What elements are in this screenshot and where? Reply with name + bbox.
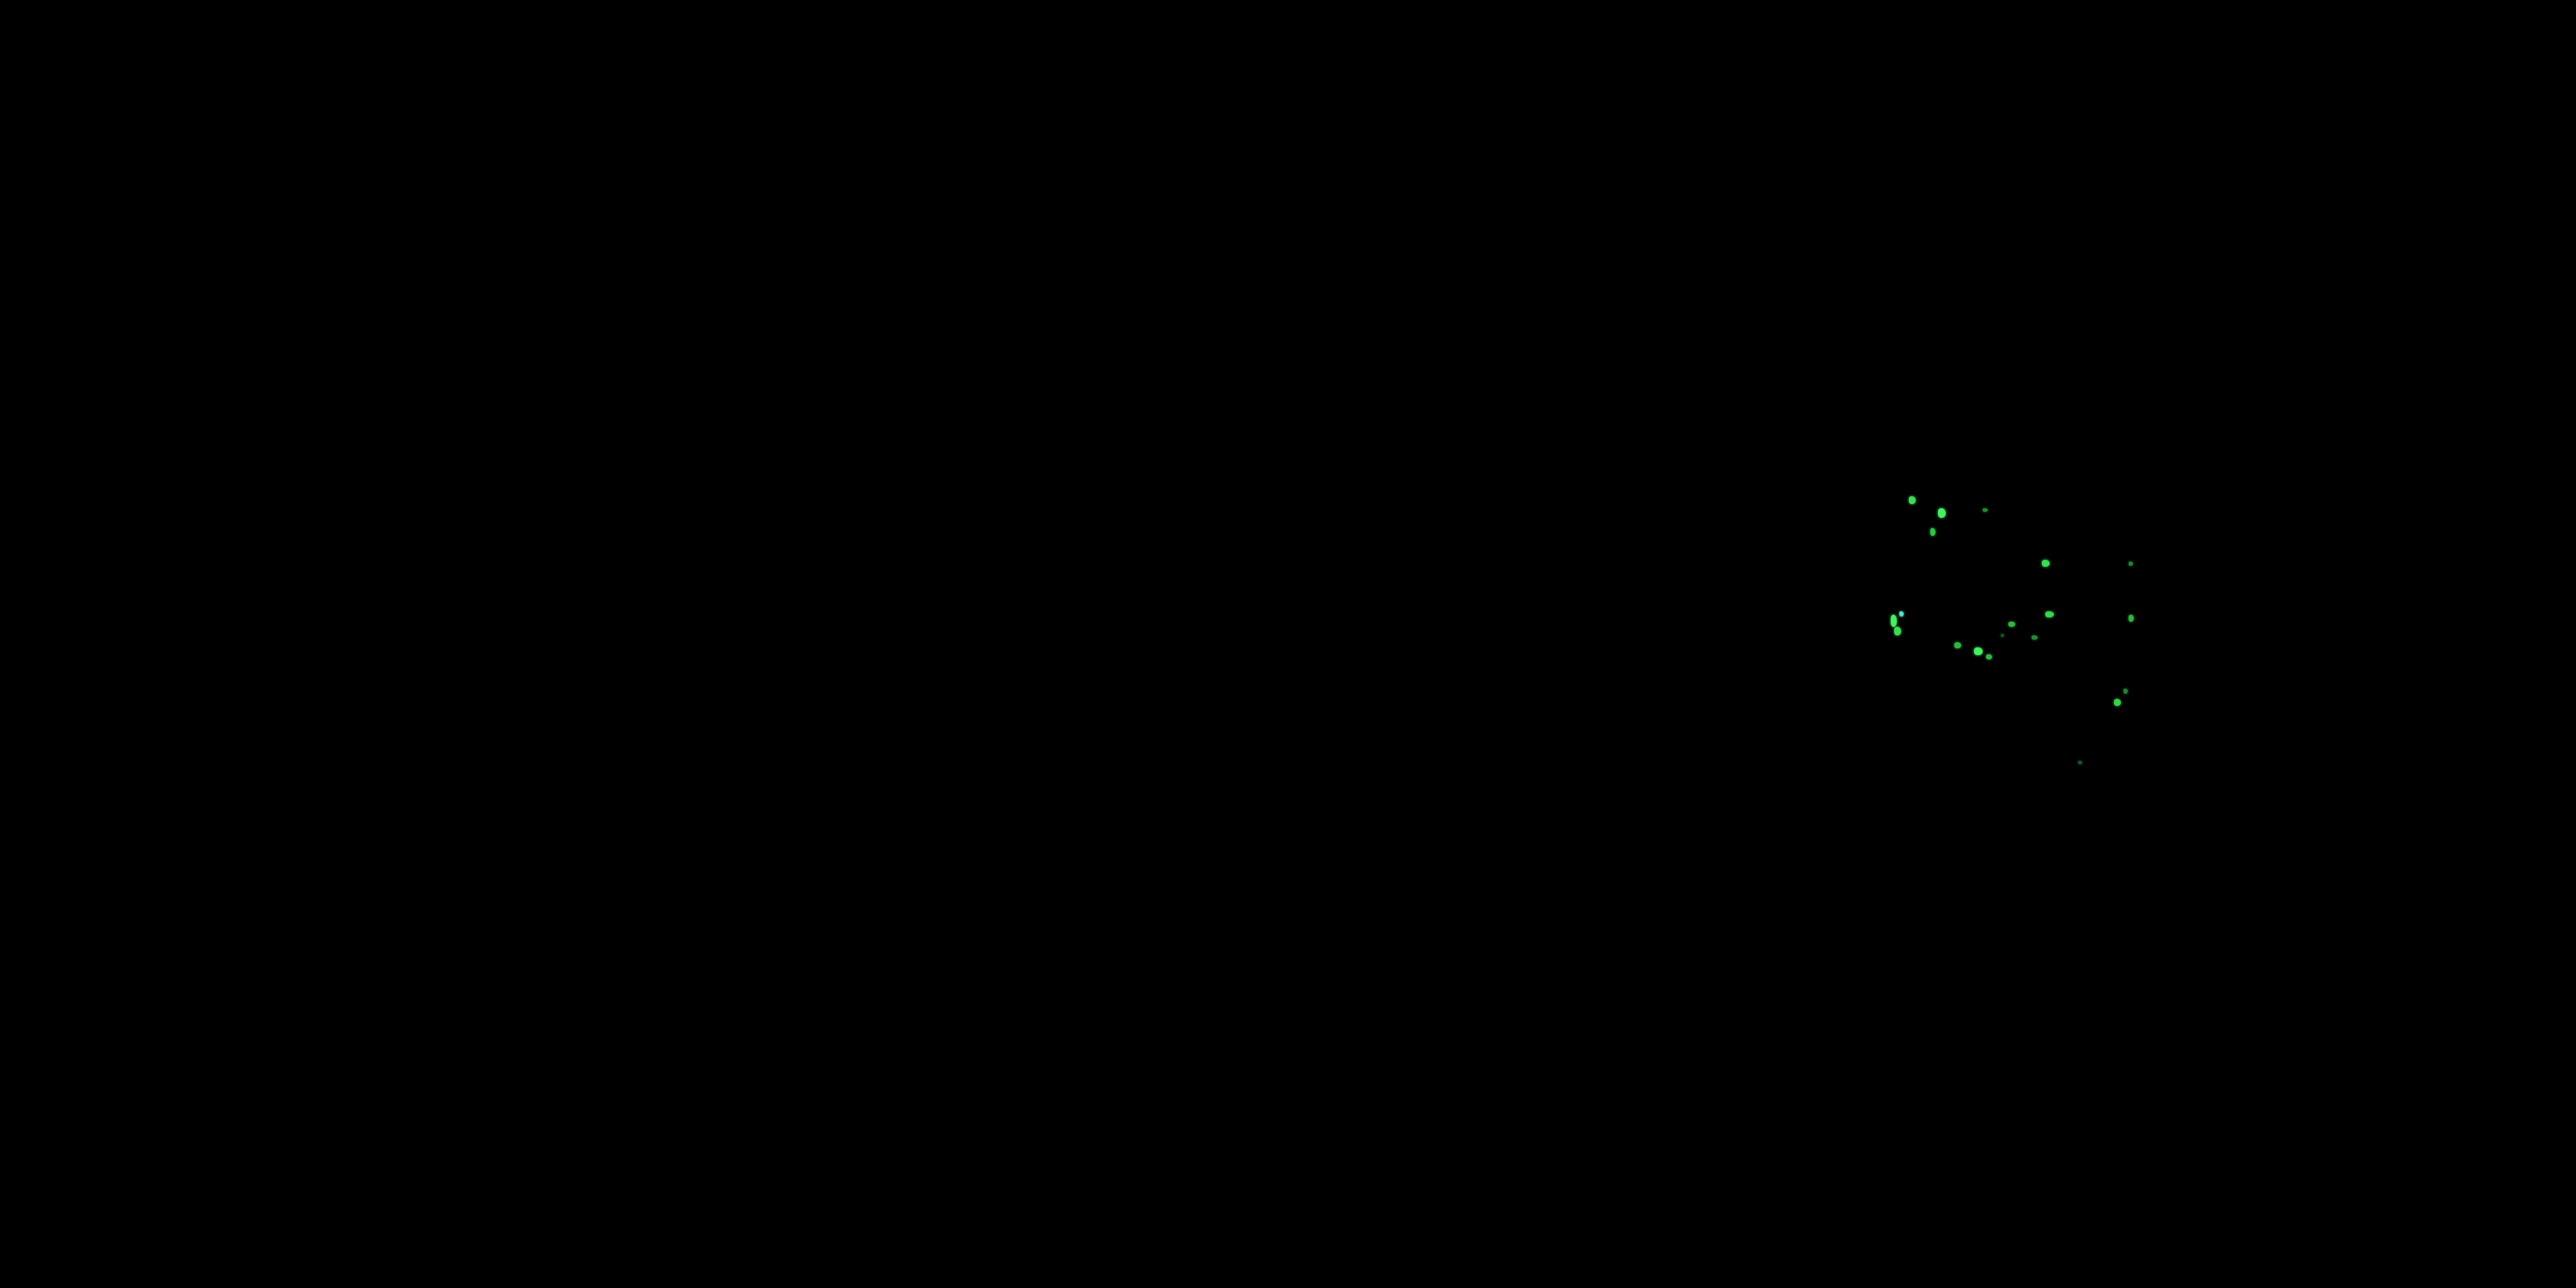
green-speck — [1899, 611, 1904, 617]
green-speck — [2042, 560, 2050, 567]
green-speck — [2123, 689, 2128, 694]
green-speck — [2114, 699, 2121, 706]
green-speck — [1954, 642, 1961, 648]
green-speck — [1983, 508, 1988, 512]
green-speck — [2129, 562, 2133, 566]
green-speck — [2129, 615, 2134, 622]
green-speck — [1894, 627, 1901, 635]
green-speck — [2078, 761, 2082, 764]
green-speck — [2008, 622, 2015, 627]
green-speck — [1930, 528, 1935, 536]
green-speck — [2001, 634, 2004, 637]
green-speck — [1909, 496, 1916, 504]
green-speck — [1986, 654, 1992, 659]
green-speck — [1891, 615, 1897, 627]
green-speck — [1938, 508, 1946, 518]
green-speck — [1974, 647, 1983, 655]
green-speck — [2045, 611, 2054, 617]
green-speck — [2032, 635, 2038, 640]
